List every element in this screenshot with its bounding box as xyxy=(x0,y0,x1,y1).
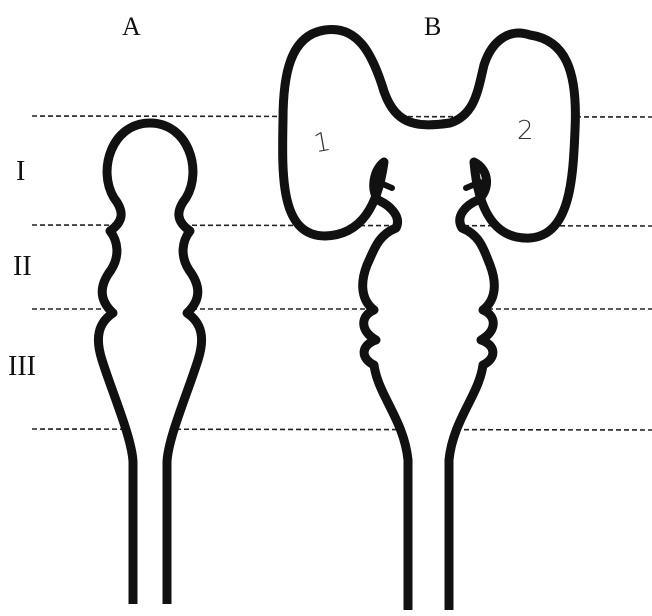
panel-label-a: A xyxy=(122,14,141,40)
region-label-ii: II xyxy=(13,253,32,281)
hemisphere-annotation-2: 2 xyxy=(517,118,534,144)
region-label-i: I xyxy=(16,158,25,186)
panel-label-b: B xyxy=(424,14,441,40)
region-label-iii: III xyxy=(8,353,36,381)
panel-a-neural-tube-outline xyxy=(98,123,201,604)
